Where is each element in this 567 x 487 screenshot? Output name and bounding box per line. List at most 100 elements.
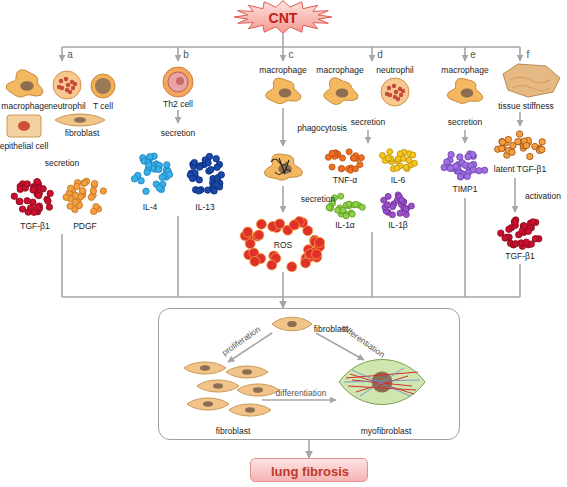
granule xyxy=(71,86,75,90)
molecule-dot xyxy=(505,136,511,142)
molecule-dot xyxy=(385,155,391,161)
molecule-dot xyxy=(519,228,525,234)
molecule-dot xyxy=(72,192,78,198)
label-text: phagocytosis xyxy=(297,124,347,133)
flow-connector xyxy=(282,34,284,308)
molecule-dot xyxy=(271,253,281,263)
molecule-dot xyxy=(24,198,30,204)
molecule-dot xyxy=(46,204,52,210)
fibroblast-cell xyxy=(197,380,239,392)
molecule-dot xyxy=(74,180,80,186)
molecule-dot xyxy=(528,225,534,231)
molecule-dot xyxy=(34,179,40,185)
flow-line xyxy=(371,232,373,297)
molecule-dot xyxy=(329,150,335,156)
molecule-dot xyxy=(205,187,211,193)
arrow xyxy=(177,110,179,123)
molecule-dot xyxy=(67,203,73,209)
molecule-dot xyxy=(325,154,331,160)
molecule-dot xyxy=(17,183,23,189)
molecule-dot xyxy=(166,171,172,177)
granule xyxy=(387,86,391,90)
molecule-dot xyxy=(338,193,344,199)
molecule-dot xyxy=(11,193,17,199)
molecule-dot xyxy=(338,166,344,172)
molecule-dot xyxy=(141,158,147,164)
molecule-dot xyxy=(406,151,412,157)
molecule-dot xyxy=(512,241,518,247)
molecule-dot xyxy=(205,160,211,166)
label-text: TNF-α xyxy=(333,176,357,185)
molecule-dot xyxy=(312,252,322,262)
molecule-dot xyxy=(79,192,85,198)
branch-letter: d xyxy=(377,50,383,60)
molecule-dot xyxy=(515,138,521,144)
label-text: TIMP1 xyxy=(452,185,477,194)
molecule-dot xyxy=(92,181,98,187)
molecule-dot xyxy=(131,176,137,182)
collagen-fibre xyxy=(344,368,420,396)
molecule-dot xyxy=(275,219,285,229)
granule xyxy=(64,77,68,81)
process-box: fibroblastproliferationdifferentiationfi… xyxy=(158,308,460,440)
label-text: PDGF xyxy=(73,222,97,231)
molecule-dot xyxy=(525,137,531,143)
cell-nucleus xyxy=(213,383,223,389)
molecule-dot xyxy=(397,151,403,157)
granule xyxy=(399,93,403,97)
molecule-dot xyxy=(396,194,402,200)
molecule-dot xyxy=(539,139,545,145)
label-text: IL-6 xyxy=(391,176,406,185)
granule xyxy=(392,84,396,88)
molecule-dot xyxy=(403,212,409,218)
molecule-dot xyxy=(453,163,459,169)
granule xyxy=(59,79,63,83)
molecule-dot xyxy=(382,158,388,164)
molecule-dot xyxy=(337,205,343,211)
molecule-dot xyxy=(395,192,401,198)
molecule-dot xyxy=(530,219,536,225)
molecule-dot xyxy=(187,172,193,178)
molecule-dot xyxy=(146,162,152,168)
molecule-dot xyxy=(521,143,527,149)
molecule-dot xyxy=(383,208,389,214)
label-text: activation xyxy=(525,192,561,201)
molecule-dot xyxy=(410,152,416,158)
molecule-dot xyxy=(298,218,308,228)
molecule-dot xyxy=(391,201,397,207)
molecule-dot xyxy=(217,180,223,186)
molecule-dot xyxy=(518,240,524,246)
molecule-dot xyxy=(76,202,82,208)
molecule-dot xyxy=(385,209,391,215)
label-text: IL-1β xyxy=(388,221,408,230)
label-text: latent TGF-β1 xyxy=(494,165,546,174)
molecule-dot xyxy=(268,222,278,232)
molecule-dot xyxy=(459,170,465,176)
molecule-dot xyxy=(315,237,325,247)
flow-line xyxy=(282,272,284,297)
molecule-dot xyxy=(147,154,153,160)
molecule-dot xyxy=(395,158,401,164)
molecule-dot xyxy=(25,209,31,215)
molecule-dot xyxy=(532,143,538,149)
molecule-dot xyxy=(44,196,50,202)
arrow xyxy=(464,130,466,143)
molecule-dot xyxy=(333,150,339,156)
arrow xyxy=(282,47,284,61)
epithelial-cell xyxy=(7,115,41,137)
fibroblast-cell xyxy=(55,114,105,126)
molecule-dot xyxy=(511,219,517,225)
molecule-dot xyxy=(536,145,542,151)
molecule-dot xyxy=(499,139,505,145)
molecule-dot xyxy=(211,188,217,194)
molecule-dot xyxy=(156,185,162,191)
molecule-dot xyxy=(72,206,78,212)
molecule-dot xyxy=(404,206,410,212)
molecule-dot xyxy=(507,240,513,246)
molecule-dot xyxy=(468,163,474,169)
molecule-dot xyxy=(210,180,216,186)
molecule-dot xyxy=(506,234,512,240)
molecule-dot xyxy=(34,204,40,210)
molecule-dot xyxy=(159,174,165,180)
granule xyxy=(66,83,70,87)
